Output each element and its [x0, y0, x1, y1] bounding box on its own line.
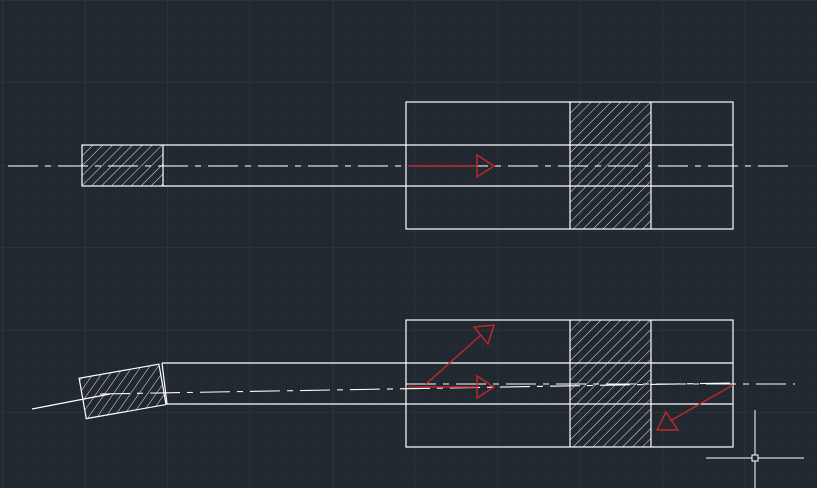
- crosshair-icon: [706, 410, 804, 488]
- bottom-diagonal-arrow-down: [655, 384, 734, 431]
- top-housing-hatch: [570, 102, 651, 229]
- bottom-housing-hatch: [570, 320, 651, 447]
- top-left-block-hatch: [82, 145, 163, 186]
- bottom-axial-arrow: [408, 374, 496, 400]
- bottom-diagonal-arrow-up: [425, 324, 495, 385]
- bottom-left-block: [78, 363, 167, 420]
- top-left-block: [81, 144, 164, 187]
- bottom-shaft-end: [161, 362, 168, 405]
- top-force-arrow: [408, 153, 496, 179]
- bottom-left-block-hatch: [79, 364, 167, 419]
- top-view: [8, 101, 795, 230]
- bottom-view: [31, 319, 795, 448]
- bottom-force-arrows: [408, 324, 734, 431]
